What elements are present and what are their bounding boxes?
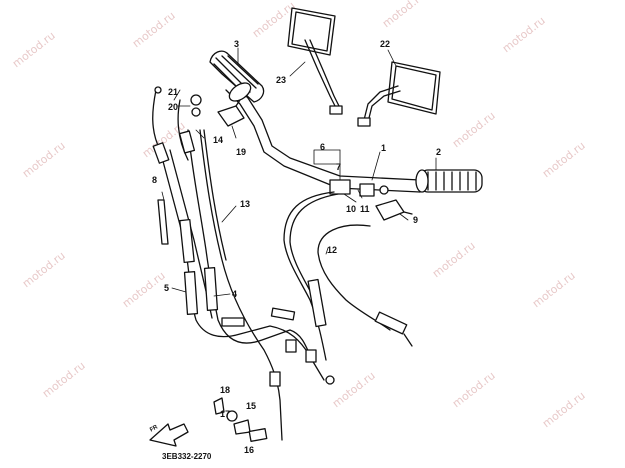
part-label-13: 13 bbox=[240, 199, 251, 209]
part-label-21: 21 bbox=[168, 87, 179, 97]
cable-tie bbox=[157, 199, 169, 245]
throttle-housing bbox=[329, 179, 389, 197]
left-switch bbox=[217, 99, 245, 127]
part-label-7: 7 bbox=[336, 162, 342, 172]
front-arrow bbox=[149, 423, 189, 447]
cable-5 bbox=[159, 149, 311, 357]
part-label-3: 3 bbox=[234, 39, 240, 49]
part-label-14: 14 bbox=[213, 135, 224, 145]
left-grip bbox=[209, 50, 265, 103]
part-label-4: 4 bbox=[232, 289, 238, 299]
right-grip bbox=[415, 169, 483, 193]
part-17 bbox=[226, 410, 238, 422]
part-label-18: 18 bbox=[220, 385, 231, 395]
part-label-20: 20 bbox=[168, 102, 179, 112]
part-label-15: 15 bbox=[246, 401, 257, 411]
diagram-code: 3EB332-2270 bbox=[162, 452, 212, 461]
part-18 bbox=[213, 397, 225, 415]
part-15 bbox=[233, 419, 251, 435]
part-label-8: 8 bbox=[152, 175, 158, 185]
part-label-19: 19 bbox=[236, 147, 247, 157]
part-label-11: 11 bbox=[360, 204, 370, 214]
part-label-6: 6 bbox=[320, 142, 326, 152]
part-label-9: 9 bbox=[413, 215, 419, 225]
right-mirror bbox=[357, 61, 441, 127]
part-label-22: 22 bbox=[380, 39, 391, 49]
left-mirror bbox=[287, 7, 343, 115]
switch-assembly bbox=[375, 199, 413, 221]
part-label-17: 17 bbox=[220, 409, 231, 419]
part-label-5: 5 bbox=[164, 283, 170, 293]
part-label-23: 23 bbox=[276, 75, 287, 85]
leader-lines bbox=[161, 47, 437, 297]
cable-14 bbox=[187, 129, 325, 381]
part-label-2: 2 bbox=[436, 147, 442, 157]
part-label-10: 10 bbox=[346, 204, 357, 214]
cable-13 bbox=[199, 129, 283, 441]
part-label-16: 16 bbox=[244, 445, 255, 455]
part-label-1: 1 bbox=[381, 143, 387, 153]
cable-12 bbox=[317, 224, 391, 331]
part-label-12: 12 bbox=[327, 245, 338, 255]
